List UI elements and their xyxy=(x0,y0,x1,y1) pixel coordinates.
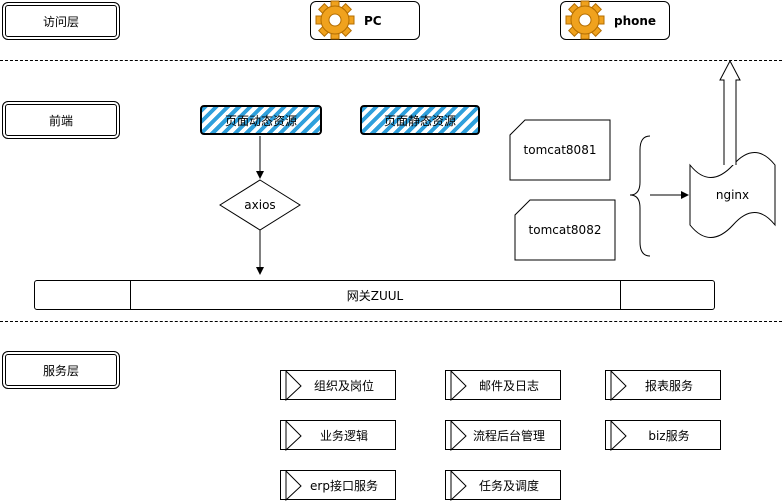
layer-access: 访问层 xyxy=(2,2,120,40)
service-label: 组织及岗位 xyxy=(313,378,374,393)
gateway-label: 网关ZUUL xyxy=(346,288,404,303)
client-phone: phone xyxy=(560,0,670,40)
service-box: 业务逻辑 xyxy=(280,420,396,451)
tomcat8081-shape xyxy=(509,119,611,181)
service-box: 报表服务 xyxy=(605,370,721,401)
service-label: biz服务 xyxy=(648,428,690,443)
client-pc-label: PC xyxy=(364,14,382,28)
gear-icon xyxy=(565,0,605,40)
tomcat8082-shape xyxy=(514,199,616,261)
service-box: 邮件及日志 xyxy=(445,370,561,401)
triangle-icon xyxy=(450,421,467,451)
client-pc: PC xyxy=(310,0,420,40)
nginx-shape xyxy=(689,152,776,238)
gateway-box: 网关ZUUL xyxy=(34,280,715,310)
service-box: biz服务 xyxy=(605,420,721,451)
static-resources-box: 页面静态资源 xyxy=(360,105,480,135)
service-box: 组织及岗位 xyxy=(280,370,396,401)
up-arrow xyxy=(719,59,741,165)
dynamic-resources-box: 页面动态资源 xyxy=(200,105,322,135)
layer-access-label: 访问层 xyxy=(42,14,79,29)
service-box: 任务及调度 xyxy=(445,470,561,501)
axios-diamond xyxy=(219,179,301,231)
layer-frontend: 前端 xyxy=(2,101,120,139)
triangle-icon xyxy=(285,421,302,451)
client-phone-label: phone xyxy=(614,14,657,28)
service-box: erp接口服务 xyxy=(280,470,396,501)
separator-bottom xyxy=(0,321,782,322)
separator-top xyxy=(0,60,782,61)
gateway-divider-right xyxy=(620,281,621,309)
service-label: erp接口服务 xyxy=(310,478,378,493)
layer-service-label: 服务层 xyxy=(42,363,79,378)
triangle-icon xyxy=(610,421,627,451)
triangle-icon xyxy=(285,371,302,401)
triangle-icon xyxy=(285,471,302,501)
service-label: 报表服务 xyxy=(644,378,693,393)
triangle-icon xyxy=(610,371,627,401)
triangle-icon xyxy=(450,371,467,401)
service-label: 业务逻辑 xyxy=(319,428,368,443)
curly-brace xyxy=(629,135,651,257)
layer-service: 服务层 xyxy=(2,351,120,389)
static-resources-label: 页面静态资源 xyxy=(383,113,456,128)
layer-frontend-label: 前端 xyxy=(48,113,73,128)
nginx-label: nginx xyxy=(715,188,750,202)
gear-icon xyxy=(315,0,355,40)
triangle-icon xyxy=(450,471,467,501)
service-label: 邮件及日志 xyxy=(478,378,539,393)
service-label: 流程后台管理 xyxy=(472,428,545,443)
axios-label: axios xyxy=(244,198,276,212)
tomcat8081-label: tomcat8081 xyxy=(523,143,597,157)
tomcat8082-label: tomcat8082 xyxy=(528,223,602,237)
service-box: 流程后台管理 xyxy=(445,420,561,451)
service-label: 任务及调度 xyxy=(478,478,539,493)
gateway-divider-left xyxy=(130,281,131,309)
dynamic-resources-label: 页面动态资源 xyxy=(224,113,297,128)
